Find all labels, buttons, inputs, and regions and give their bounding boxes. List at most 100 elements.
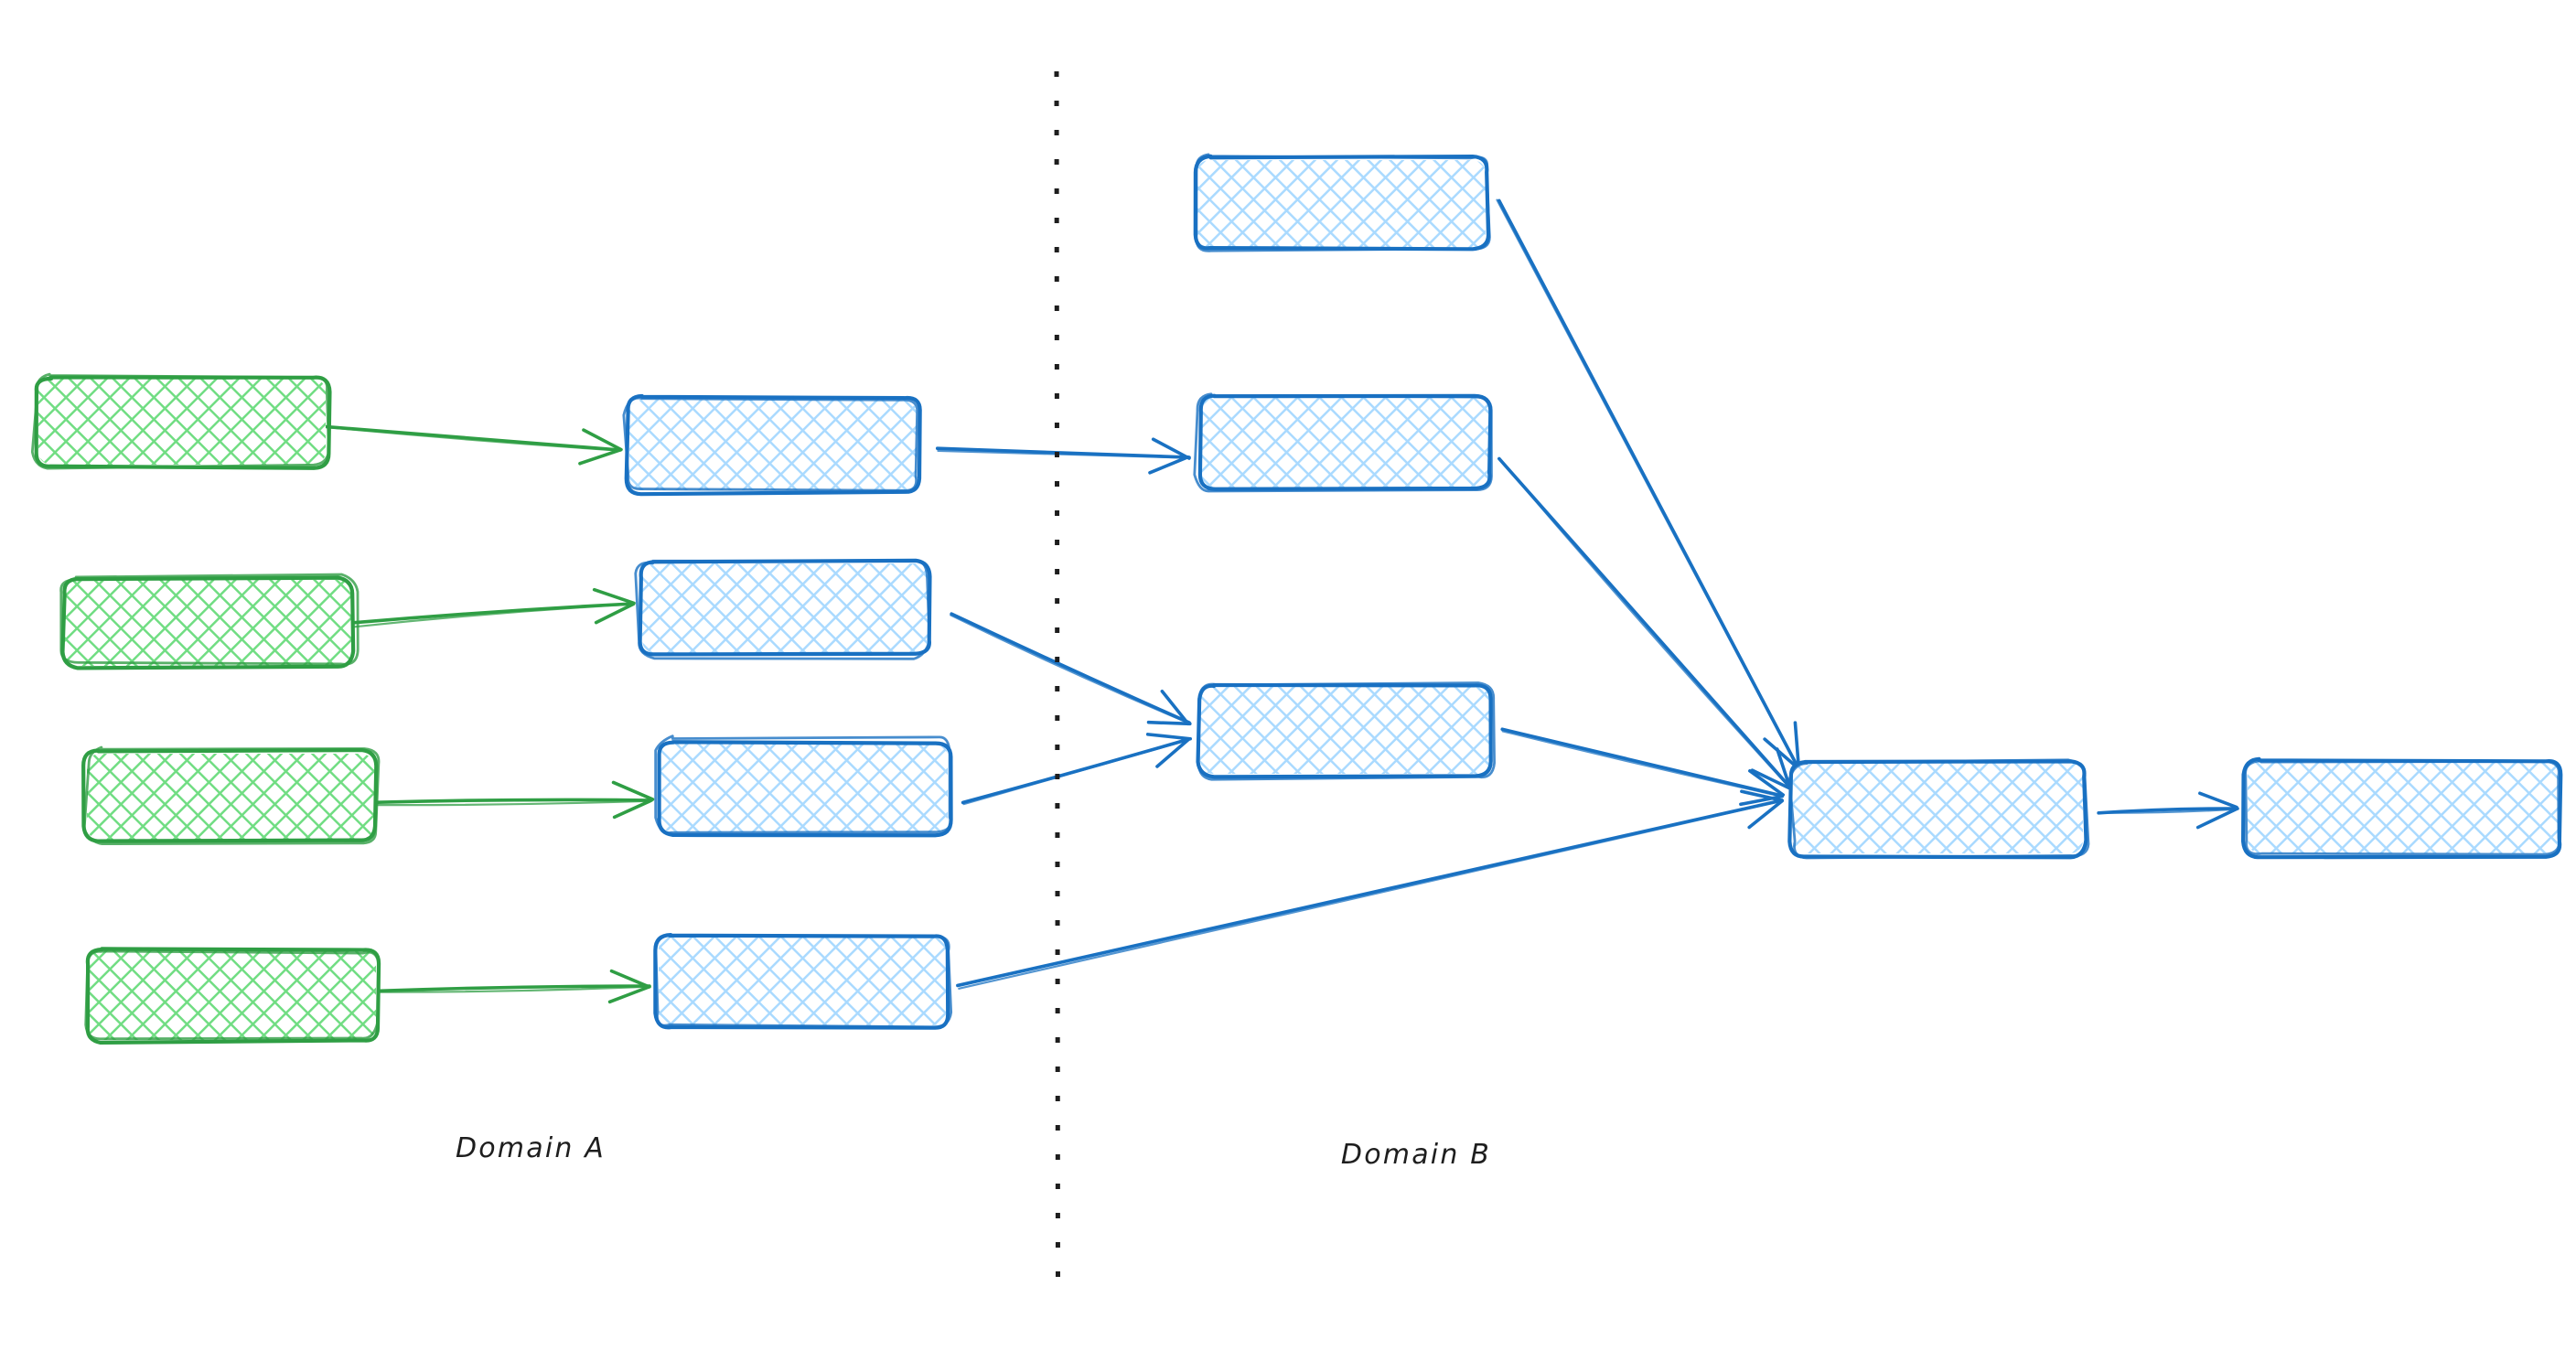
node-fill: [1200, 686, 1489, 774]
edge-arrowhead: [2198, 791, 2238, 809]
edge-arrowhead: [1151, 437, 1191, 460]
edge-arrowhead: [1146, 720, 1192, 726]
edges-layer: [325, 198, 2239, 1004]
node-a-mid-3[interactable]: [654, 734, 953, 838]
node-fill: [2248, 761, 2560, 853]
edge-arrowhead: [592, 587, 636, 606]
node-b-out[interactable]: [2241, 756, 2563, 860]
edge-arrowhead: [1748, 768, 1786, 797]
node-fill: [642, 563, 929, 653]
edge-arrowhead: [1160, 689, 1190, 726]
edge-line: [1500, 727, 1784, 798]
node-outline: [82, 745, 381, 846]
edge-arrowhead: [582, 428, 623, 452]
edge-arrowhead: [1155, 737, 1190, 768]
edge-e4[interactable]: [378, 969, 651, 1004]
edge-arrowhead: [1747, 799, 1784, 830]
edge-line: [376, 799, 653, 807]
node-outline: [622, 396, 919, 492]
node-a-src-3[interactable]: [81, 745, 381, 846]
edge-line: [962, 738, 1191, 806]
node-fill: [629, 400, 917, 490]
node-outline: [59, 573, 360, 666]
edge-e1[interactable]: [325, 424, 623, 466]
edge-arrowhead: [1739, 794, 1785, 807]
edge-e11[interactable]: [1500, 727, 1786, 807]
node-b-top[interactable]: [1193, 153, 1491, 252]
edge-line: [950, 614, 1190, 724]
edge-line: [937, 449, 1191, 459]
node-fill: [89, 950, 376, 1040]
edge-arrowhead: [578, 448, 622, 466]
domain-divider: [1054, 70, 1060, 1289]
node-fill: [38, 379, 326, 465]
node-outline: [84, 949, 381, 1041]
node-a-mid-2[interactable]: [634, 558, 932, 660]
node-a-mid-4[interactable]: [653, 933, 953, 1030]
node-b-hub[interactable]: [1787, 758, 2090, 860]
edge-line: [950, 612, 1191, 724]
edge-arrowhead: [612, 799, 652, 820]
edge-arrowhead: [609, 969, 651, 989]
node-fill: [1197, 160, 1486, 248]
edge-line: [378, 985, 651, 993]
node-a-mid-1[interactable]: [622, 393, 922, 497]
edge-line: [1496, 198, 1798, 768]
edge-arrowhead: [1148, 455, 1190, 475]
node-fill: [64, 580, 351, 666]
edge-arrowhead: [1793, 721, 1801, 769]
edge-e2[interactable]: [350, 587, 636, 628]
node-outline: [60, 575, 356, 670]
edge-e10[interactable]: [1497, 456, 1793, 791]
node-fill: [660, 743, 948, 832]
node-outline: [1195, 153, 1491, 252]
label-domain-b: Domain B: [1341, 1139, 1491, 1171]
edge-e5[interactable]: [935, 437, 1191, 475]
node-outline: [634, 559, 931, 660]
edge-line: [956, 799, 1784, 988]
node-b-mid[interactable]: [1193, 392, 1493, 493]
node-a-src-1[interactable]: [30, 372, 332, 470]
edge-e9[interactable]: [1496, 198, 1801, 769]
edge-line: [1501, 730, 1783, 798]
edge-arrowhead: [611, 780, 655, 801]
edge-e3[interactable]: [375, 780, 655, 820]
node-outline: [654, 734, 952, 834]
edge-line: [958, 799, 1784, 990]
nodes-layer: [30, 153, 2563, 1045]
edge-e6[interactable]: [950, 612, 1192, 726]
node-a-src-2[interactable]: [59, 573, 360, 670]
edge-line: [2098, 808, 2239, 814]
node-fill: [1200, 397, 1489, 488]
edge-arrowhead: [1763, 737, 1799, 769]
edge-line: [375, 798, 653, 804]
edge-line: [1498, 458, 1792, 790]
edge-line: [378, 984, 651, 993]
label-domain-a: Domain A: [456, 1132, 606, 1164]
divider-layer: [1054, 70, 1060, 1289]
edge-arrowhead: [607, 984, 651, 1004]
node-b-low[interactable]: [1196, 681, 1496, 781]
node-outline: [2244, 759, 2560, 856]
node-outline: [654, 933, 953, 1029]
node-fill: [1792, 763, 2083, 853]
edge-e8[interactable]: [956, 789, 1784, 990]
labels-layer: Domain A Domain B: [456, 1132, 1491, 1171]
edge-e7[interactable]: [961, 733, 1193, 806]
node-outline: [30, 372, 330, 470]
edge-line: [350, 603, 635, 628]
node-fill: [659, 937, 946, 1025]
edge-e12[interactable]: [2097, 791, 2239, 830]
node-outline: [1787, 758, 2090, 860]
edge-line: [325, 424, 622, 452]
node-outline: [638, 558, 932, 657]
node-a-src-4[interactable]: [84, 947, 381, 1045]
node-outline: [1193, 392, 1493, 493]
edge-arrowhead: [1775, 747, 1792, 790]
edge-line: [327, 426, 622, 452]
node-outline: [1197, 681, 1496, 781]
node-outline: [81, 747, 379, 843]
node-fill: [87, 754, 374, 840]
